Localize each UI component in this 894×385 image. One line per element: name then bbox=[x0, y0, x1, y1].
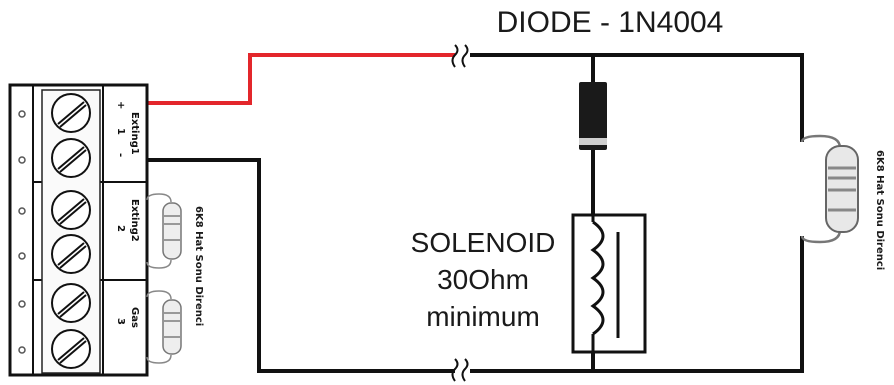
screw-icon bbox=[51, 93, 91, 133]
resistor-label-right: 6K8 Hat Sonu Direnci bbox=[874, 150, 885, 270]
end-of-line-resistor-channel-3 bbox=[146, 290, 182, 364]
screw-icon bbox=[51, 234, 91, 274]
terminal-block bbox=[8, 83, 149, 377]
channel-1-name: Exting1 bbox=[129, 112, 140, 155]
terminal-screws bbox=[51, 93, 91, 369]
wires bbox=[148, 53, 804, 373]
channel-3-name: Gas bbox=[129, 307, 140, 328]
solenoid-label-line1: SOLENOID bbox=[411, 227, 556, 258]
solenoid-symbol bbox=[571, 213, 647, 354]
screw-icon bbox=[51, 190, 91, 230]
channel-3-number: 3 bbox=[115, 318, 126, 325]
screw-icon bbox=[51, 138, 91, 178]
bottom-wire bbox=[470, 236, 804, 373]
top-wire bbox=[470, 53, 804, 142]
screw-icon bbox=[51, 329, 91, 369]
polarity-plus: + bbox=[115, 101, 126, 109]
negative-wire bbox=[148, 158, 455, 373]
screw-icon bbox=[51, 283, 91, 323]
end-of-line-resistor-channel-2 bbox=[146, 193, 182, 269]
end-of-line-resistor-right bbox=[800, 134, 859, 244]
terminal-holes bbox=[18, 110, 26, 354]
polarity-minus: - bbox=[115, 153, 126, 157]
positive-wire bbox=[148, 53, 455, 105]
solenoid-label-line2: 30Ohm bbox=[437, 264, 529, 295]
solenoid-label-line3: minimum bbox=[426, 301, 540, 332]
wire-break-bottom bbox=[451, 358, 469, 382]
channel-2-name: Exting2 bbox=[129, 199, 140, 242]
diode-symbol bbox=[579, 82, 607, 150]
diode-label: DIODE - 1N4004 bbox=[497, 6, 724, 39]
channel-1-number: 1 bbox=[115, 128, 126, 135]
channel-2-number: 2 bbox=[115, 225, 126, 232]
wire-break-top bbox=[451, 44, 469, 68]
resistor-label-center: 6K8 Hat Sonu Direnci bbox=[193, 206, 204, 326]
